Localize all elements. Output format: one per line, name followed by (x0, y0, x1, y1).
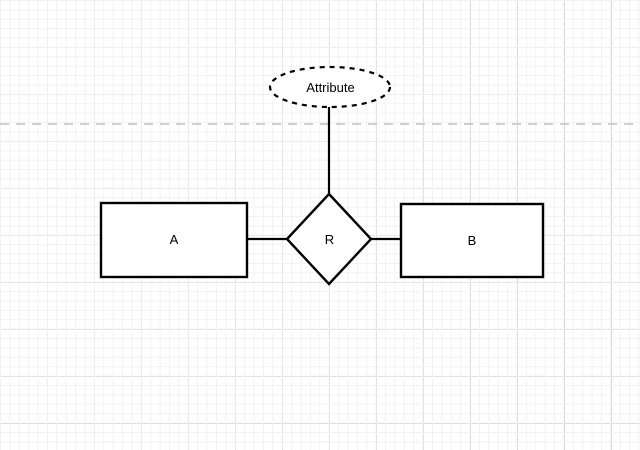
entity-a-shape[interactable] (99, 201, 249, 279)
attribute-ellipse-shape[interactable] (268, 65, 392, 109)
relationship-label: R (324, 232, 335, 247)
entity-b-shape[interactable] (399, 202, 545, 279)
entity-a-label: A (169, 232, 179, 247)
relationship-diamond-shape[interactable] (285, 192, 373, 286)
attribute-label: Attribute (306, 80, 355, 95)
entity-b-label: B (467, 233, 477, 248)
